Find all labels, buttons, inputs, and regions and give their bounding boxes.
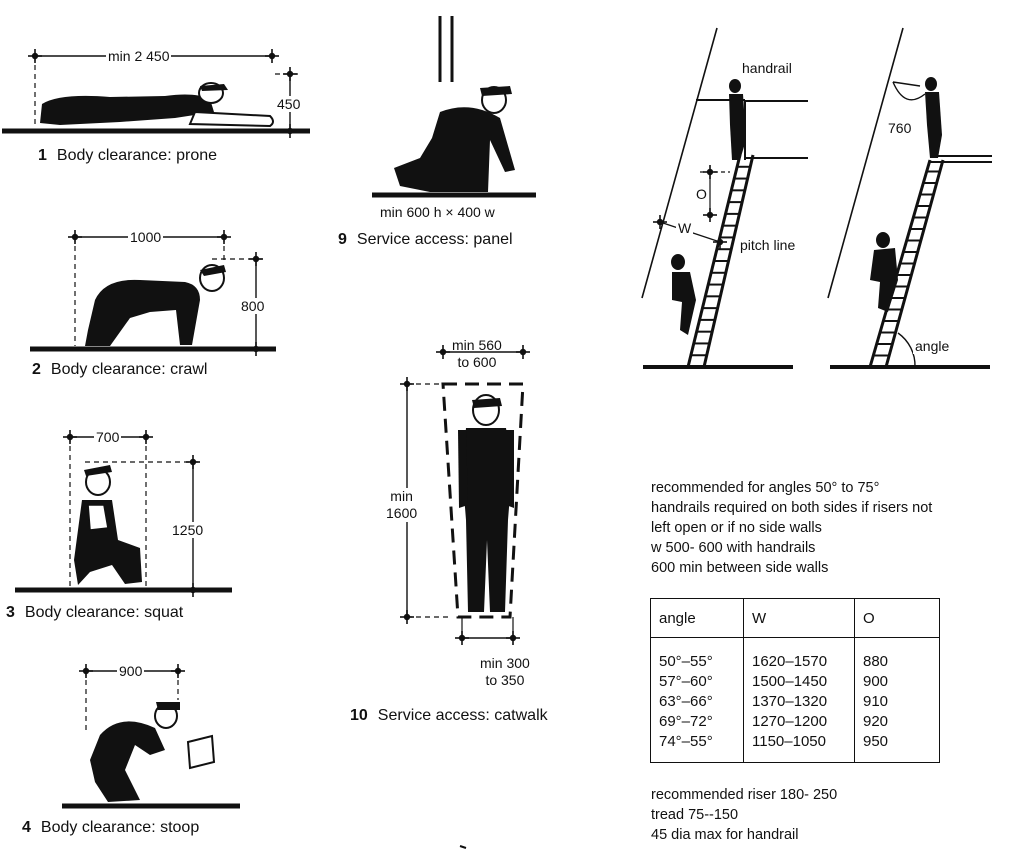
person-prone-icon [40, 82, 274, 128]
person-ladder-top-icon [729, 79, 746, 160]
figure-squat [15, 429, 232, 598]
caption-text: Body clearance: crawl [50, 361, 208, 378]
notes-block: recommended for angles 50° to 75° handra… [651, 478, 932, 578]
caption-stoop: 4 Body clearance: stoop [22, 819, 199, 837]
note-line: recommended for angles 50° to 75° [651, 480, 880, 496]
figure-catwalk [399, 344, 531, 646]
caption-text: Service access: catwalk [377, 707, 548, 724]
crawl-height-dim: 800 [239, 298, 267, 314]
table-row: 69°–72° 1270–1200 920 [650, 712, 940, 732]
table-cell: 50°–55° [650, 637, 744, 672]
table-header-row: angle W O [650, 598, 940, 638]
figure-prone [2, 48, 310, 139]
figure-panel [372, 16, 536, 198]
caption-prone: 1 Body clearance: prone [38, 147, 217, 165]
person-kneeling-icon [394, 86, 515, 192]
squat-height-dim: 1250 [170, 522, 206, 538]
table-cell: 950 [854, 732, 940, 763]
person-standing-icon [458, 394, 514, 612]
figure-crawl [30, 229, 276, 357]
catwalk-height-dim-line1: min [390, 488, 413, 504]
catwalk-bottom-dim-line1: min 300 [480, 655, 530, 671]
angle-label: angle [913, 338, 952, 354]
figure-number: 9 [338, 231, 347, 248]
caption-squat: 3 Body clearance: squat [6, 604, 183, 622]
panel-dim: min 600 h × 400 w [378, 204, 497, 220]
note-line: handrails required on both sides if rise… [651, 500, 933, 516]
table-cell: 1500–1450 [743, 672, 855, 692]
squat-width-dim: 700 [94, 429, 122, 445]
catwalk-top-dim-line2: to 600 [457, 354, 497, 370]
col-header-w: W [743, 598, 855, 638]
table-row: 74°–55° 1150–1050 950 [650, 732, 940, 763]
figure-number: 3 [6, 604, 15, 621]
catwalk-bottom-dim-line2: to 350 [485, 672, 525, 688]
figure-stoop [62, 663, 240, 809]
table-cell: 1150–1050 [743, 732, 855, 763]
caption-text: Body clearance: stoop [40, 819, 200, 836]
figure-number: 2 [32, 361, 41, 378]
table-cell: 1270–1200 [743, 712, 855, 732]
caption-text: Body clearance: squat [24, 604, 184, 621]
o-label: O [694, 186, 709, 202]
figure-number: 4 [22, 819, 31, 836]
catwalk-top-dim-line1: min 560 [452, 337, 502, 353]
catwalk-height-dim-line2: 1600 [386, 505, 418, 521]
table-cell: 69°–72° [650, 712, 744, 732]
ladder-left [641, 27, 808, 369]
table-cell: 63°–66° [650, 692, 744, 712]
figure-number: 1 [38, 147, 47, 164]
col-header-o: O [854, 598, 940, 638]
footnote-line: tread 75--150 [651, 807, 739, 823]
crawl-width-dim: 1000 [128, 229, 164, 245]
ladder-table: angle W O 50°–55° 1620–1570 880 57°–60° … [650, 598, 940, 763]
handrail-label: handrail [740, 60, 794, 76]
caption-text: Service access: panel [356, 231, 513, 248]
caption-catwalk: 10 Service access: catwalk [350, 707, 548, 725]
table-cell: 880 [854, 637, 940, 672]
note-line: left open or if no side walls [651, 520, 822, 536]
figure-number: 10 [350, 707, 368, 724]
person-climbing-icon [671, 254, 696, 335]
table-cell: 900 [854, 672, 940, 692]
dim-760-label: 760 [886, 120, 914, 136]
footnote-line: recommended riser 180- 250 [651, 787, 838, 803]
pitch-line-label: pitch line [738, 237, 798, 253]
table-cell: 920 [854, 712, 940, 732]
person-squat-icon [74, 465, 142, 585]
stoop-width-dim: 900 [117, 663, 145, 679]
table-row: 50°–55° 1620–1570 880 [650, 637, 940, 672]
table-cell: 910 [854, 692, 940, 712]
person-stoop-icon [90, 702, 216, 802]
table-row: 57°–60° 1500–1450 900 [650, 672, 940, 692]
table-row: 63°–66° 1370–1320 910 [650, 692, 940, 712]
caption-panel: 9 Service access: panel [338, 231, 513, 249]
w-label: W [676, 220, 694, 236]
note-line: w 500- 600 with handrails [651, 540, 816, 556]
note-line: 600 min between side walls [651, 560, 829, 576]
footnote-line: 45 dia max for handrail [651, 827, 799, 843]
ladder-right [827, 27, 992, 369]
table-cell: 1620–1570 [743, 637, 855, 672]
prone-height-dim: 450 [275, 96, 303, 112]
person-climbing-right-icon [870, 232, 898, 312]
caption-text: Body clearance: prone [56, 147, 218, 164]
caption-crawl: 2 Body clearance: crawl [32, 361, 207, 379]
table-cell: 1370–1320 [743, 692, 855, 712]
person-crawl-icon [85, 264, 226, 346]
table-cell: 74°–55° [650, 732, 744, 763]
prone-width-dim: min 2 450 [106, 48, 172, 64]
table-cell: 57°–60° [650, 672, 744, 692]
footnotes-block: recommended riser 180- 250 tread 75--150… [651, 785, 837, 845]
person-ladder-top-right-icon [925, 77, 942, 158]
col-header-angle: angle [650, 598, 744, 638]
